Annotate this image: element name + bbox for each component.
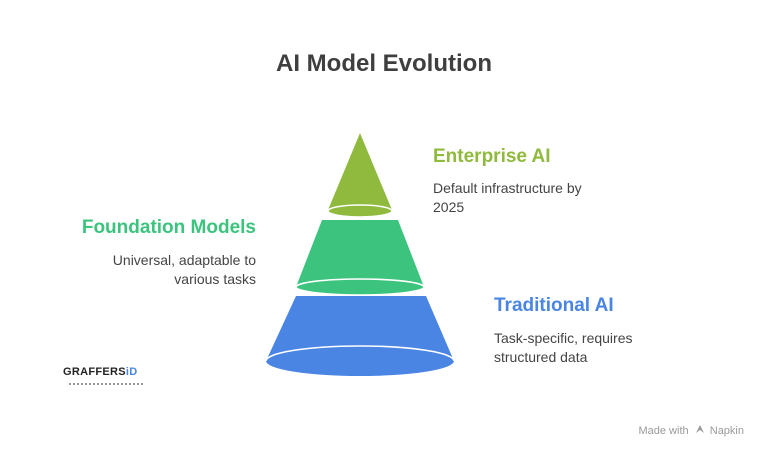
tier-description-foundation: Universal, adaptable to various tasks xyxy=(112,252,256,287)
made-with-text: Made with xyxy=(638,425,689,437)
pyramid-tier-foundation xyxy=(295,220,425,296)
pyramid-tier-traditional xyxy=(265,296,455,377)
tier-description-traditional: Task-specific, requires structured data xyxy=(494,330,633,365)
tier-label-enterprise: Enterprise AI xyxy=(433,146,551,167)
diagram-title: AI Model Evolution xyxy=(276,50,492,77)
napkin-brand-text: Napkin xyxy=(709,425,744,437)
logo-text-main: GRAFFERS xyxy=(63,366,126,378)
made-with-napkin-badge[interactable]: Made with Napkin xyxy=(638,424,744,437)
tier-label-traditional: Traditional AI xyxy=(494,295,614,316)
graffersid-logo: GRAFFERSiD xyxy=(63,365,153,389)
logo-text-accent: iD xyxy=(125,366,138,378)
tier-label-foundation: Foundation Models xyxy=(81,217,256,238)
pyramid-tier-enterprise xyxy=(327,133,393,218)
logo-tagline xyxy=(69,383,143,385)
tier-description-enterprise: Default infrastructure by 2025 xyxy=(433,180,582,215)
napkin-icon xyxy=(695,424,705,437)
